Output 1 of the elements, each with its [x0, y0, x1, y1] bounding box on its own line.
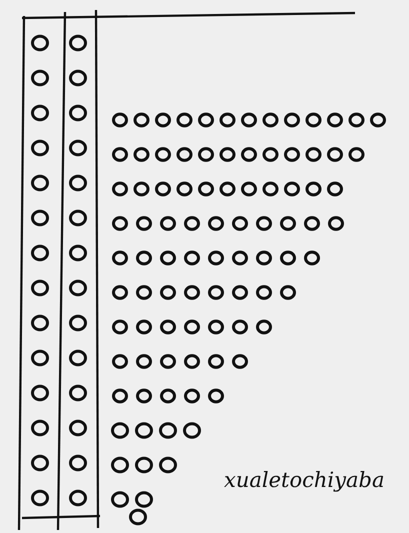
handwritten-word: xualetochiyaba: [224, 468, 384, 492]
